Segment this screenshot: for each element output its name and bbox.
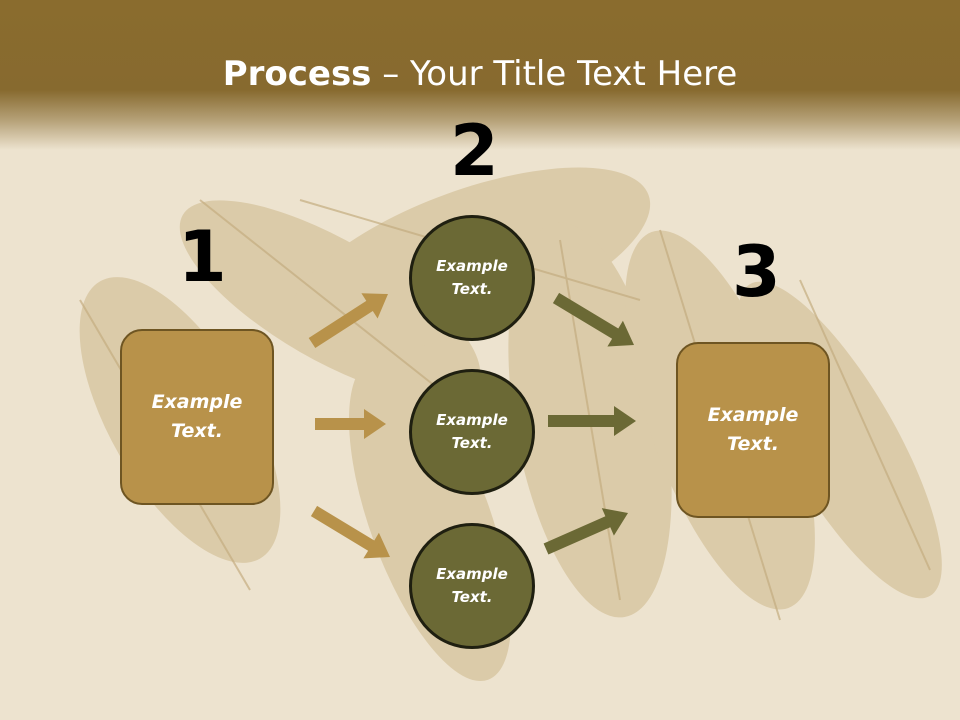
- title-rest: – Your Title Text Here: [371, 54, 738, 94]
- title-bold: Process: [222, 54, 372, 94]
- circle-bottom-label: Example Text.: [436, 565, 508, 606]
- title-banner: Process – Your Title Text Here: [0, 0, 960, 150]
- step-number-2: 2: [450, 110, 499, 192]
- start-box: Example Text.: [120, 329, 274, 505]
- circle-top: Example Text.: [409, 215, 535, 341]
- circle-middle-label: Example Text.: [436, 411, 508, 452]
- circle-middle: Example Text.: [409, 369, 535, 495]
- step-number-3: 3: [732, 231, 781, 313]
- circle-top-label: Example Text.: [436, 257, 508, 298]
- circle-bottom: Example Text.: [409, 523, 535, 649]
- slide-title: Process – Your Title Text Here: [0, 52, 960, 96]
- end-box: Example Text.: [676, 342, 830, 518]
- start-box-label: Example Text.: [151, 391, 243, 442]
- step-number-1: 1: [178, 216, 227, 298]
- end-box-label: Example Text.: [707, 404, 799, 455]
